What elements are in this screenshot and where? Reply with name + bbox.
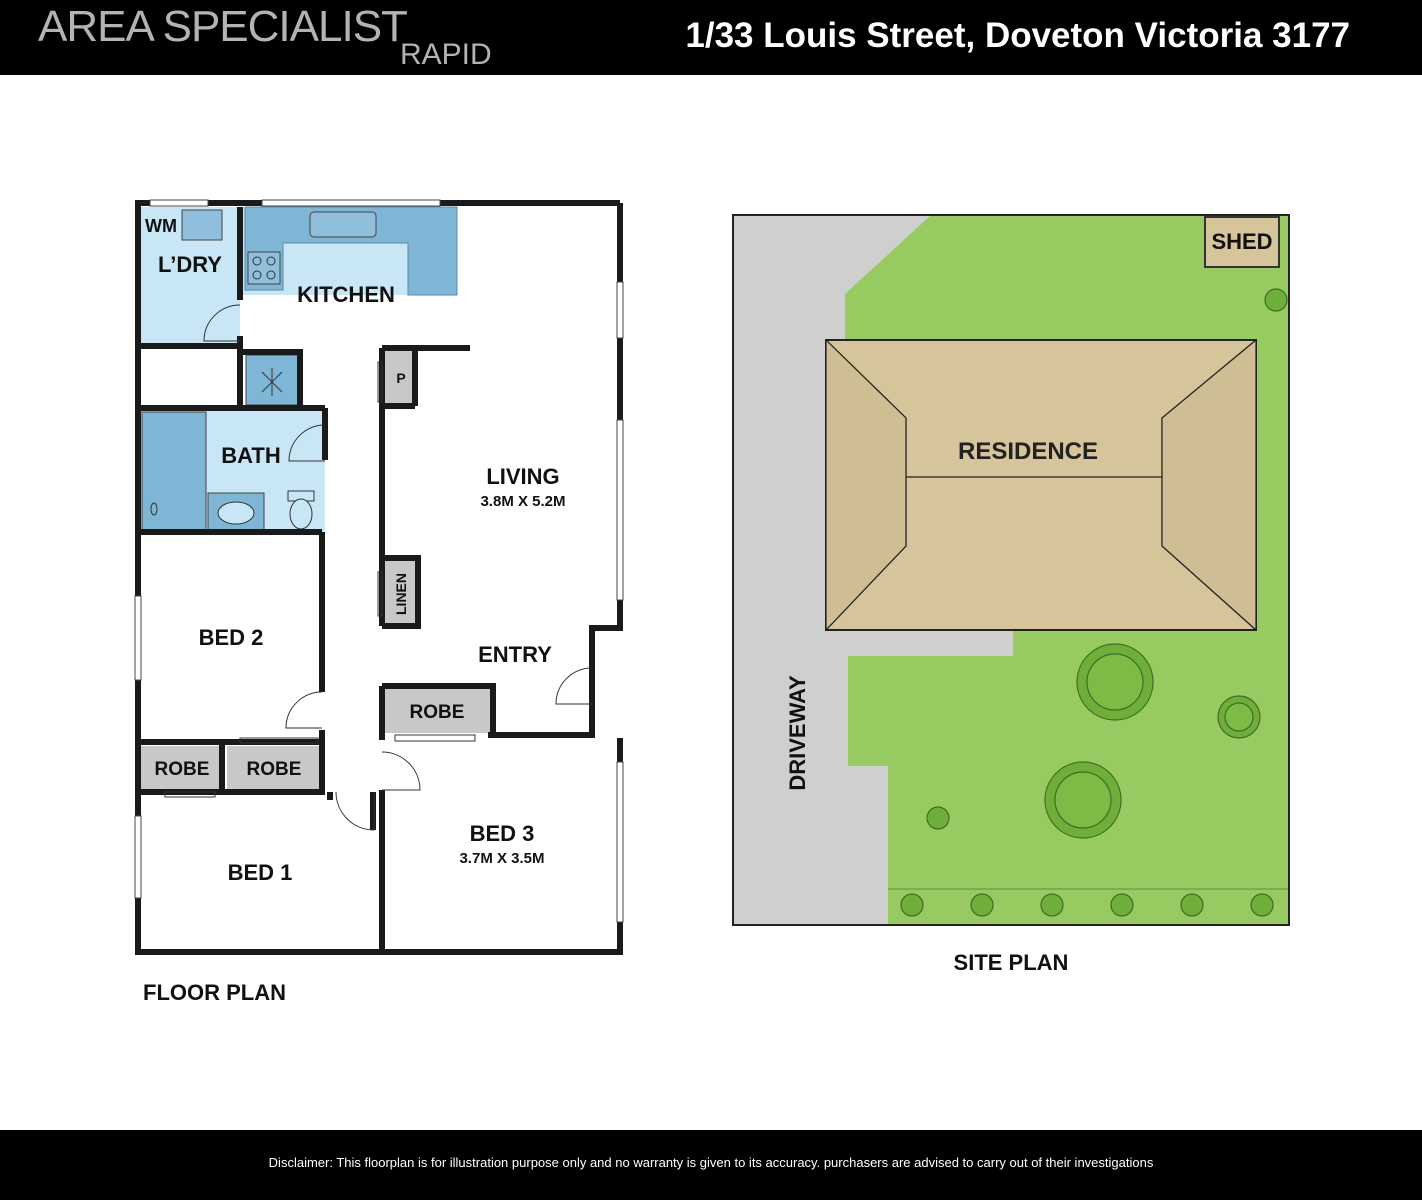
- pantry-label: P: [396, 370, 405, 386]
- residence-label: RESIDENCE: [958, 438, 1098, 465]
- entry-label: ENTRY: [478, 642, 552, 667]
- shrub-icon: [900, 893, 924, 917]
- shrub-icon: [1040, 893, 1064, 917]
- site-plan: SHED RESIDENCE DRIVEWAY SITE PLAN: [732, 214, 1290, 975]
- basin-icon: [217, 501, 255, 525]
- cooktop-burner-icon: [266, 270, 276, 280]
- tree-canopy-icon: [1086, 653, 1144, 711]
- bath-drain-icon: [150, 502, 158, 516]
- bed3-robe: [383, 688, 491, 733]
- robe-label: ROBE: [247, 759, 302, 780]
- residence-roof: [825, 338, 1257, 632]
- cooktop-burner-icon: [266, 256, 276, 266]
- property-address: 1/33 Louis Street, Doveton Victoria 3177: [685, 16, 1350, 55]
- laundry-label: L’DRY: [158, 252, 222, 277]
- toilet-icon: [289, 498, 313, 530]
- shrub-icon: [1250, 893, 1274, 917]
- floor-plan-title: FLOOR PLAN: [143, 980, 286, 1005]
- brand-logo: AREA SPECIALIST: [38, 2, 408, 51]
- bath-label: BATH: [221, 443, 280, 468]
- laundry-trough-icon: [181, 209, 223, 241]
- shed: [1204, 216, 1280, 268]
- robe-label: ROBE: [155, 759, 210, 780]
- linen-cupboard: [383, 561, 416, 626]
- windows: [134, 199, 624, 923]
- linen-label: LINEN: [393, 573, 409, 615]
- kitchen-sink-icon: [309, 211, 377, 238]
- shrub-icon: [926, 806, 950, 830]
- kitchen-bench: [244, 206, 458, 296]
- robe-label: ROBE: [410, 702, 465, 723]
- shrub-icon: [970, 893, 994, 917]
- doors: [164, 304, 593, 831]
- driveway-label: DRIVEWAY: [785, 675, 810, 791]
- wm-label: WM: [145, 216, 177, 236]
- brand-logo-sub: RAPID: [400, 38, 492, 71]
- bed2-robe: [227, 746, 321, 789]
- living-label: LIVING: [486, 464, 559, 489]
- living-dimensions: 3.8M X 5.2M: [480, 493, 565, 510]
- bed3-label: BED 3: [470, 821, 535, 846]
- floor-plan: WM L’DRY KITCHEN P BATH LIVING 3.8M X 5.…: [134, 199, 624, 1005]
- trees: [900, 288, 1288, 917]
- bed1-robe: [141, 746, 221, 789]
- bed1-label: BED 1: [228, 860, 293, 885]
- shed-label: SHED: [1211, 229, 1272, 254]
- bathtub-icon: [141, 411, 207, 531]
- shrub-icon: [1180, 893, 1204, 917]
- cooktop-burner-icon: [252, 270, 262, 280]
- tree-canopy-icon: [1054, 771, 1112, 829]
- pantry-cupboard: [383, 348, 413, 406]
- shrub-icon: [1264, 288, 1288, 312]
- bed2-label: BED 2: [199, 625, 264, 650]
- site-boundary-outline: [732, 214, 1290, 926]
- kitchen-label: KITCHEN: [297, 282, 395, 307]
- header-bar: AREA SPECIALIST RAPID 1/33 Louis Street,…: [0, 0, 1422, 75]
- bed3-dimensions: 3.7M X 3.5M: [459, 850, 544, 867]
- cooktop-icon: [247, 251, 281, 285]
- tree-canopy-icon: [1224, 702, 1254, 732]
- footer-bar: [0, 1130, 1422, 1200]
- hot-water-symbol-icon: [261, 368, 283, 396]
- disclaimer-text: Disclaimer: This floorplan is for illust…: [268, 1155, 1154, 1170]
- cooktop-burner-icon: [252, 256, 262, 266]
- site-plan-title: SITE PLAN: [954, 950, 1069, 975]
- shrub-icon: [1110, 893, 1134, 917]
